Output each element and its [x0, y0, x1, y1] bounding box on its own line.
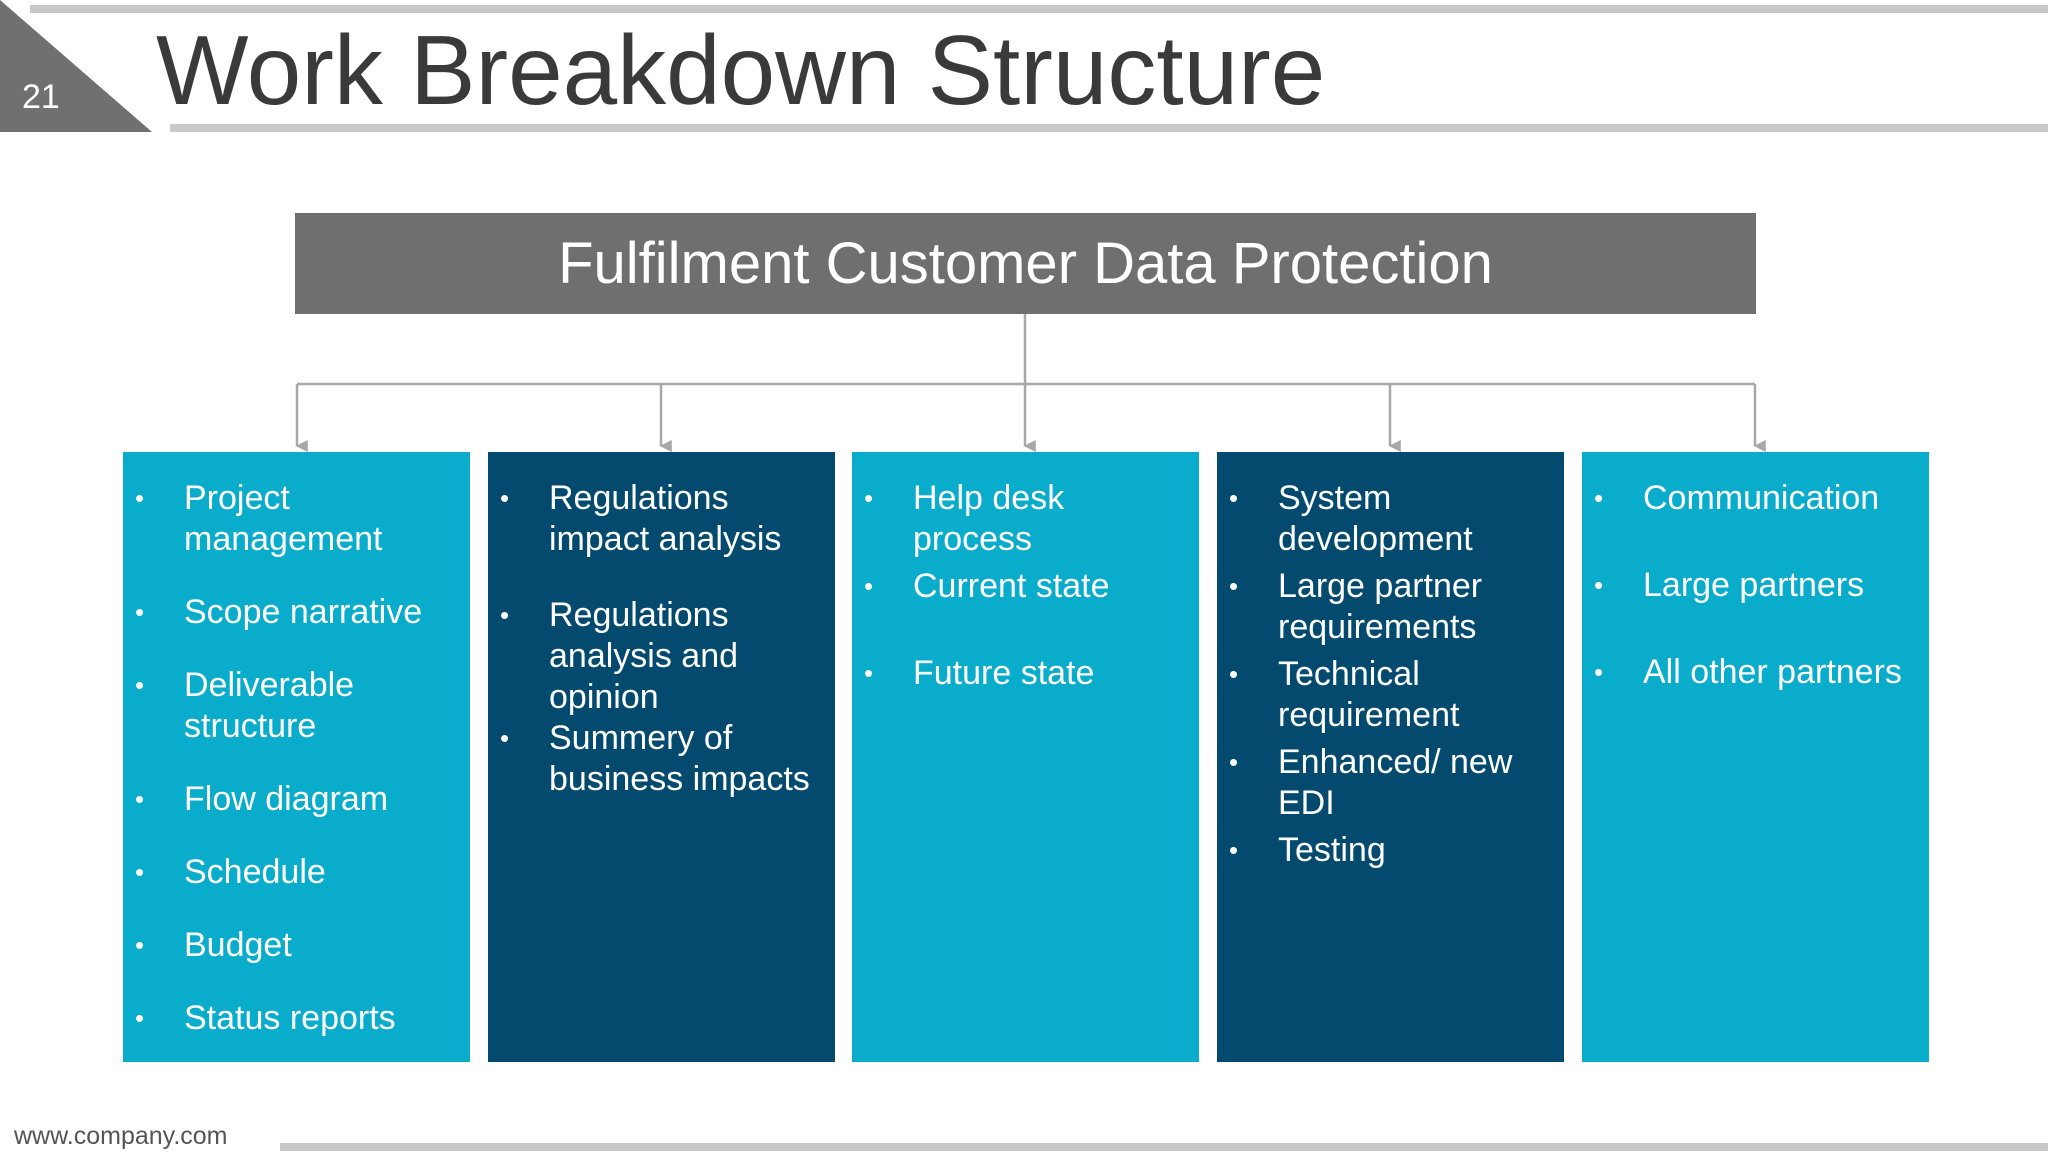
- root-node: Fulfilment Customer Data Protection: [295, 213, 1756, 314]
- list-item: Regulations analysis and opinion: [488, 595, 817, 718]
- list-item: Technical requirement: [1217, 654, 1546, 736]
- wbs-column-4-list: System development Large partner require…: [1217, 478, 1546, 871]
- wbs-column-3: Help desk process Current state Future s…: [852, 452, 1199, 1062]
- list-item: All other partners: [1582, 652, 1911, 693]
- wbs-column-1: Project management Scope narrative Deliv…: [123, 452, 470, 1062]
- slide-number: 21: [22, 78, 60, 116]
- root-node-label: Fulfilment Customer Data Protection: [558, 231, 1493, 296]
- list-item: Scope narrative: [123, 592, 452, 633]
- bottom-rule: [280, 1143, 2048, 1151]
- wbs-column-3-list: Help desk process Current state Future s…: [852, 478, 1181, 694]
- list-item: Schedule: [123, 852, 452, 893]
- wbs-column-2-list: Regulations impact analysis Regulations …: [488, 478, 817, 800]
- list-item: System development: [1217, 478, 1546, 560]
- list-item: Flow diagram: [123, 779, 452, 820]
- title-underline-rule: [170, 124, 2048, 132]
- list-item: Summery of business impacts: [488, 718, 817, 800]
- wbs-column-5-list: Communication Large partners All other p…: [1582, 478, 1911, 693]
- list-item: Budget: [123, 925, 452, 966]
- wbs-column-2: Regulations impact analysis Regulations …: [488, 452, 835, 1062]
- list-item: Future state: [852, 653, 1181, 694]
- wbs-column-4: System development Large partner require…: [1217, 452, 1564, 1062]
- footer-url: www.company.com: [14, 1122, 228, 1150]
- list-item: Large partner requirements: [1217, 566, 1546, 648]
- wbs-column-1-list: Project management Scope narrative Deliv…: [123, 478, 452, 1039]
- list-item: Deliverable structure: [123, 665, 452, 747]
- list-item: Communication: [1582, 478, 1911, 519]
- list-item: Current state: [852, 566, 1181, 607]
- list-item: Large partners: [1582, 565, 1911, 606]
- wbs-column-5: Communication Large partners All other p…: [1582, 452, 1929, 1062]
- list-item: Enhanced/ new EDI: [1217, 742, 1546, 824]
- list-item: Status reports: [123, 998, 452, 1039]
- list-item: Regulations impact analysis: [488, 478, 817, 560]
- list-item: Project management: [123, 478, 452, 560]
- list-item: Testing: [1217, 830, 1546, 871]
- list-item: Help desk process: [852, 478, 1181, 560]
- page-title: Work Breakdown Structure: [156, 15, 1326, 125]
- top-rule: [30, 5, 2048, 13]
